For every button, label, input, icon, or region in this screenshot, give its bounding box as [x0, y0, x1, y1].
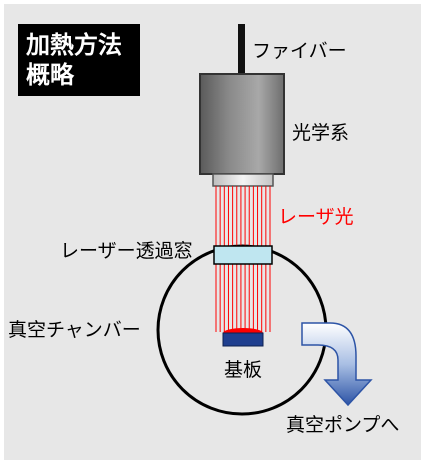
optics-lens — [212, 173, 274, 187]
chamber-label: 真空チャンバー — [8, 319, 141, 341]
window-label: レーザー透過窓 — [60, 240, 193, 262]
substrate — [222, 332, 264, 347]
title-line-2: 概略 — [26, 61, 74, 89]
optics-label: 光学系 — [292, 122, 350, 144]
fiber-label: ファイバー — [252, 40, 347, 62]
pump-arrow — [301, 322, 373, 407]
fiber-cable — [238, 24, 245, 74]
laser-window — [213, 245, 273, 265]
laser-label: レーザ光 — [278, 206, 354, 228]
title-line-1: 加熱方法 — [26, 31, 122, 59]
optics-housing — [199, 73, 285, 175]
diagram-title: 加熱方法 概略 — [18, 24, 140, 96]
substrate-label: 基板 — [224, 359, 263, 381]
pump-label: 真空ポンプへ — [286, 414, 400, 436]
